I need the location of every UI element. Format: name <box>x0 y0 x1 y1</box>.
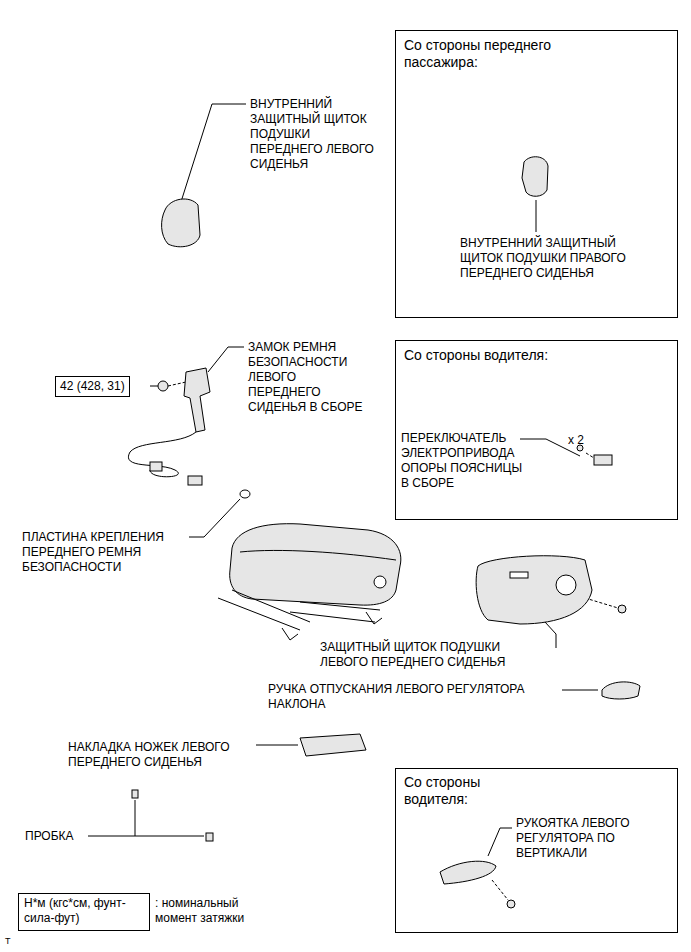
opening <box>556 575 576 595</box>
handle <box>440 861 496 884</box>
inner-shield-right <box>522 157 548 197</box>
nut <box>158 381 168 391</box>
box-heading: Со стороны переднего пассажира: <box>404 37 594 71</box>
inset-box: Со стороны водителя: РУКОЯТКА ЛЕВОГО РЕГУ… <box>395 768 678 933</box>
dashed-line <box>168 382 186 386</box>
knob <box>602 682 640 699</box>
box-heading: Со стороны водителя: <box>404 774 524 808</box>
inset-box: Со стороны переднего пассажира: ВНУТРЕННИ… <box>395 30 678 318</box>
part-label: ПРОБКА <box>25 829 85 844</box>
box-heading: Со стороны водителя: <box>404 347 664 364</box>
seam <box>240 550 396 560</box>
side-shield <box>476 556 592 624</box>
dashed-line <box>586 453 594 458</box>
box-heading: 42 (428, 31) <box>60 379 125 394</box>
leader-lines <box>88 104 618 900</box>
buckle <box>184 368 210 432</box>
connector <box>188 476 202 485</box>
torque-box: 42 (428, 31) <box>55 376 130 397</box>
dashed-line <box>492 880 508 900</box>
part-name: x 2 <box>568 433 598 448</box>
part-label: ЗАЩИТНЫЙ ЩИТОК ПОДУШКИ ЛЕВОГО ПЕРЕДНЕГО … <box>320 640 545 670</box>
screw <box>618 605 626 613</box>
part-label: ВНУТРЕННИЙ ЗАЩИТНЫЙ ЩИТОК ПОДУШКИ ПЕРЕДН… <box>250 97 375 172</box>
leader-line <box>545 622 556 648</box>
part-label: ЗАМОК РЕМНЯ БЕЗОПАСНОСТИ ЛЕВОГО ПЕРЕДНЕГ… <box>248 340 368 415</box>
connector <box>150 462 162 471</box>
part-name: РУКОЯТКА ЛЕВОГО РЕГУЛЯТОРА ПО ВЕРТИКАЛИ <box>516 816 671 861</box>
seat-rails <box>218 590 380 630</box>
part-label: ПЛАСТИНА КРЕПЛЕНИЯ ПЕРЕДНЕГО РЕМНЯ БЕЗОП… <box>22 530 192 575</box>
part-label: РУЧКА ОТПУСКАНИЯ ЛЕВОГО РЕГУЛЯТОРА НАКЛО… <box>268 682 560 712</box>
seat-legs <box>282 612 382 640</box>
leg-cover <box>300 734 366 756</box>
legend-box: Н*м (кгс*см, фунт-сила-фут): номинальный… <box>18 893 150 931</box>
dashed-line <box>585 598 618 608</box>
plug <box>206 833 213 841</box>
screw <box>507 900 515 908</box>
leader-line <box>180 104 246 205</box>
part-name: ВНУТРЕННИЙ ЗАЩИТНЫЙ ЩИТОК ПОДУШКИ ПРАВОГ… <box>460 236 650 281</box>
leader-line <box>562 690 598 691</box>
leader-line <box>536 200 537 232</box>
leader-line <box>88 836 204 837</box>
leader-line <box>488 828 512 856</box>
recliner-hub <box>374 576 386 588</box>
leader-line <box>189 499 240 537</box>
leader-line <box>150 386 158 387</box>
inset-box: Со стороны водителя: ПЕРЕКЛЮЧАТЕЛЬ ЭЛЕКТР… <box>395 340 678 520</box>
leader-line <box>256 745 298 746</box>
leader-line <box>135 800 136 836</box>
seat-cushion <box>230 524 401 605</box>
part-label: НАКЛАДКА НОЖЕК ЛЕВОГО ПЕРЕДНЕГО СИДЕНЬЯ <box>68 740 254 770</box>
washer <box>240 490 250 498</box>
part-name: ПЕРЕКЛЮЧАТЕЛЬ ЭЛЕКТРОПРИВОДА ОПОРЫ ПОЯСН… <box>401 431 523 491</box>
buckle-wire <box>128 432 196 477</box>
part-name: : номинальный момент затяжки <box>155 896 265 926</box>
box-heading: Н*м (кгс*см, фунт-сила-фут) <box>24 896 146 926</box>
switch <box>594 455 612 465</box>
leader-line <box>208 347 244 372</box>
figure-mark: T <box>5 934 17 949</box>
plug <box>132 790 138 798</box>
inner-shield-left <box>162 199 200 247</box>
slot <box>510 572 528 578</box>
